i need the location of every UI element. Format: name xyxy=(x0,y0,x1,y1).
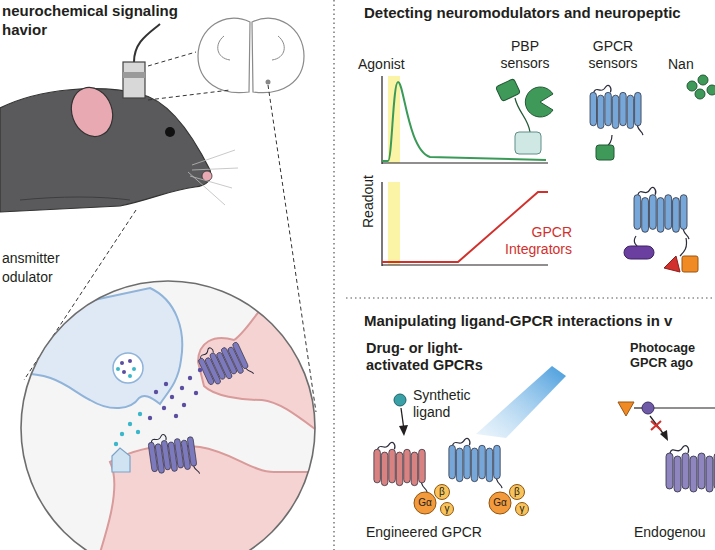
label: GPCR Integrators xyxy=(490,224,572,258)
label: Gα xyxy=(493,497,507,509)
label: Nan xyxy=(668,56,694,73)
divider xyxy=(346,297,715,298)
label: Drug- or light-activated GPCRs xyxy=(366,340,484,375)
photocaged-agonist xyxy=(618,402,715,499)
label: γ xyxy=(445,503,450,515)
label: Manipulating ligand-GPCR interactions in… xyxy=(364,312,672,330)
brain-section xyxy=(198,18,304,92)
readout-plots xyxy=(382,76,548,266)
label: Engineered GPCR xyxy=(366,524,482,541)
divider xyxy=(333,0,334,550)
label: Readout xyxy=(360,175,377,228)
label: ansmitter xyxy=(2,250,60,267)
gpcr-integrator xyxy=(624,187,698,272)
label: Agonist xyxy=(358,56,405,73)
label: Detecting neuromodulators and neuropepti… xyxy=(364,4,681,22)
label: β xyxy=(439,486,445,498)
label: Synthetic ligand xyxy=(413,387,485,421)
label: GPCR sensors xyxy=(584,38,642,72)
engineered-gpcr xyxy=(374,366,566,516)
nanobody-sensor xyxy=(687,75,715,99)
label: β xyxy=(514,486,520,498)
label: Gα xyxy=(418,497,432,509)
label: PBP sensors xyxy=(494,38,556,72)
label: Photocage GPCR ago xyxy=(630,340,712,371)
label: Endogenou xyxy=(634,524,706,541)
label: havior xyxy=(2,21,47,39)
label: γ xyxy=(520,503,525,515)
label: neurochemical signaling xyxy=(2,2,178,20)
pbp-sensor xyxy=(496,79,553,154)
synapse xyxy=(10,281,330,550)
gpcr-sensor xyxy=(590,85,643,160)
label: odulator xyxy=(2,269,53,286)
